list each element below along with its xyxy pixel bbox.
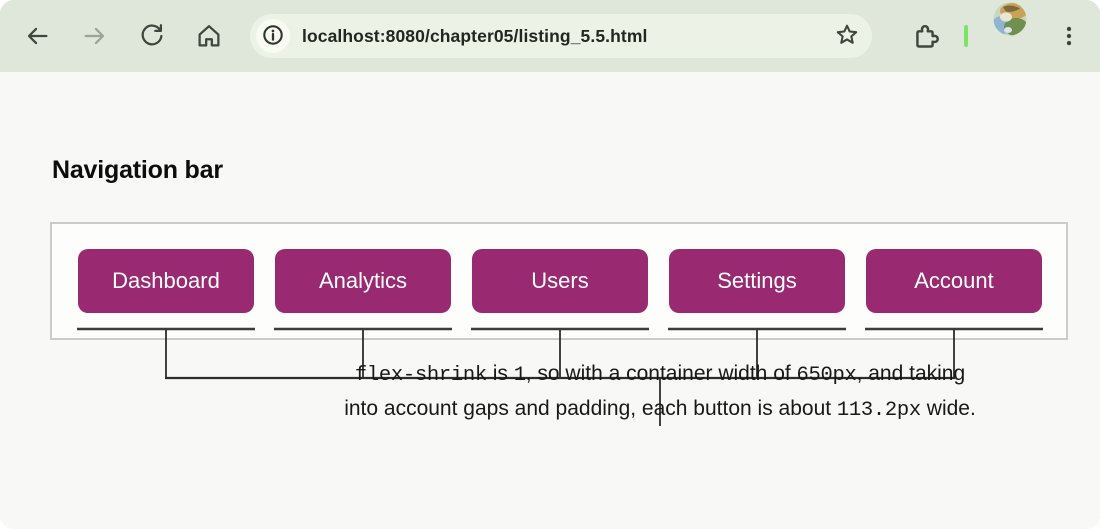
avatar-image [993,2,1027,36]
site-info-icon [261,23,285,50]
browser-toolbar: localhost:8080/chapter05/listing_5.5.htm… [0,0,1100,72]
url-text: localhost:8080/chapter05/listing_5.5.htm… [302,26,648,46]
annotation-caption-line2: into account gaps and padding, each butt… [344,396,976,422]
reload-button[interactable] [134,18,170,54]
forward-icon [80,21,110,51]
bookmark-star-icon [834,22,860,51]
page-title: Navigation bar [52,156,223,184]
page-content: Navigation bar Dashboard Analytics Users… [0,72,1100,529]
back-button[interactable] [19,18,55,54]
home-icon [194,21,224,51]
nav-button-account[interactable]: Account [866,249,1042,313]
kebab-menu-icon [1056,23,1082,49]
reload-icon [137,21,167,51]
nav-button-analytics[interactable]: Analytics [275,249,451,313]
extensions-button[interactable] [907,18,943,54]
browser-menu-button[interactable] [1051,18,1087,54]
site-info-button[interactable] [256,19,290,53]
bookmark-button[interactable] [830,19,864,53]
url-bar[interactable]: localhost:8080/chapter05/listing_5.5.htm… [250,14,872,58]
home-button[interactable] [191,18,227,54]
nav-button-dashboard[interactable]: Dashboard [78,249,254,313]
back-icon [22,21,52,51]
forward-button[interactable] [77,18,113,54]
nav-button-users[interactable]: Users [472,249,648,313]
annotation-caption: flex-shrink is 1, so with a container wi… [160,358,1100,427]
nav-bar-container: Dashboard Analytics Users Settings Accou… [50,222,1068,340]
nav-button-settings[interactable]: Settings [669,249,845,313]
extensions-icon [911,22,939,50]
extension-active-divider [964,25,968,47]
profile-avatar[interactable] [993,2,1027,36]
annotation-caption-line1: flex-shrink is 1, so with a container wi… [354,362,966,387]
